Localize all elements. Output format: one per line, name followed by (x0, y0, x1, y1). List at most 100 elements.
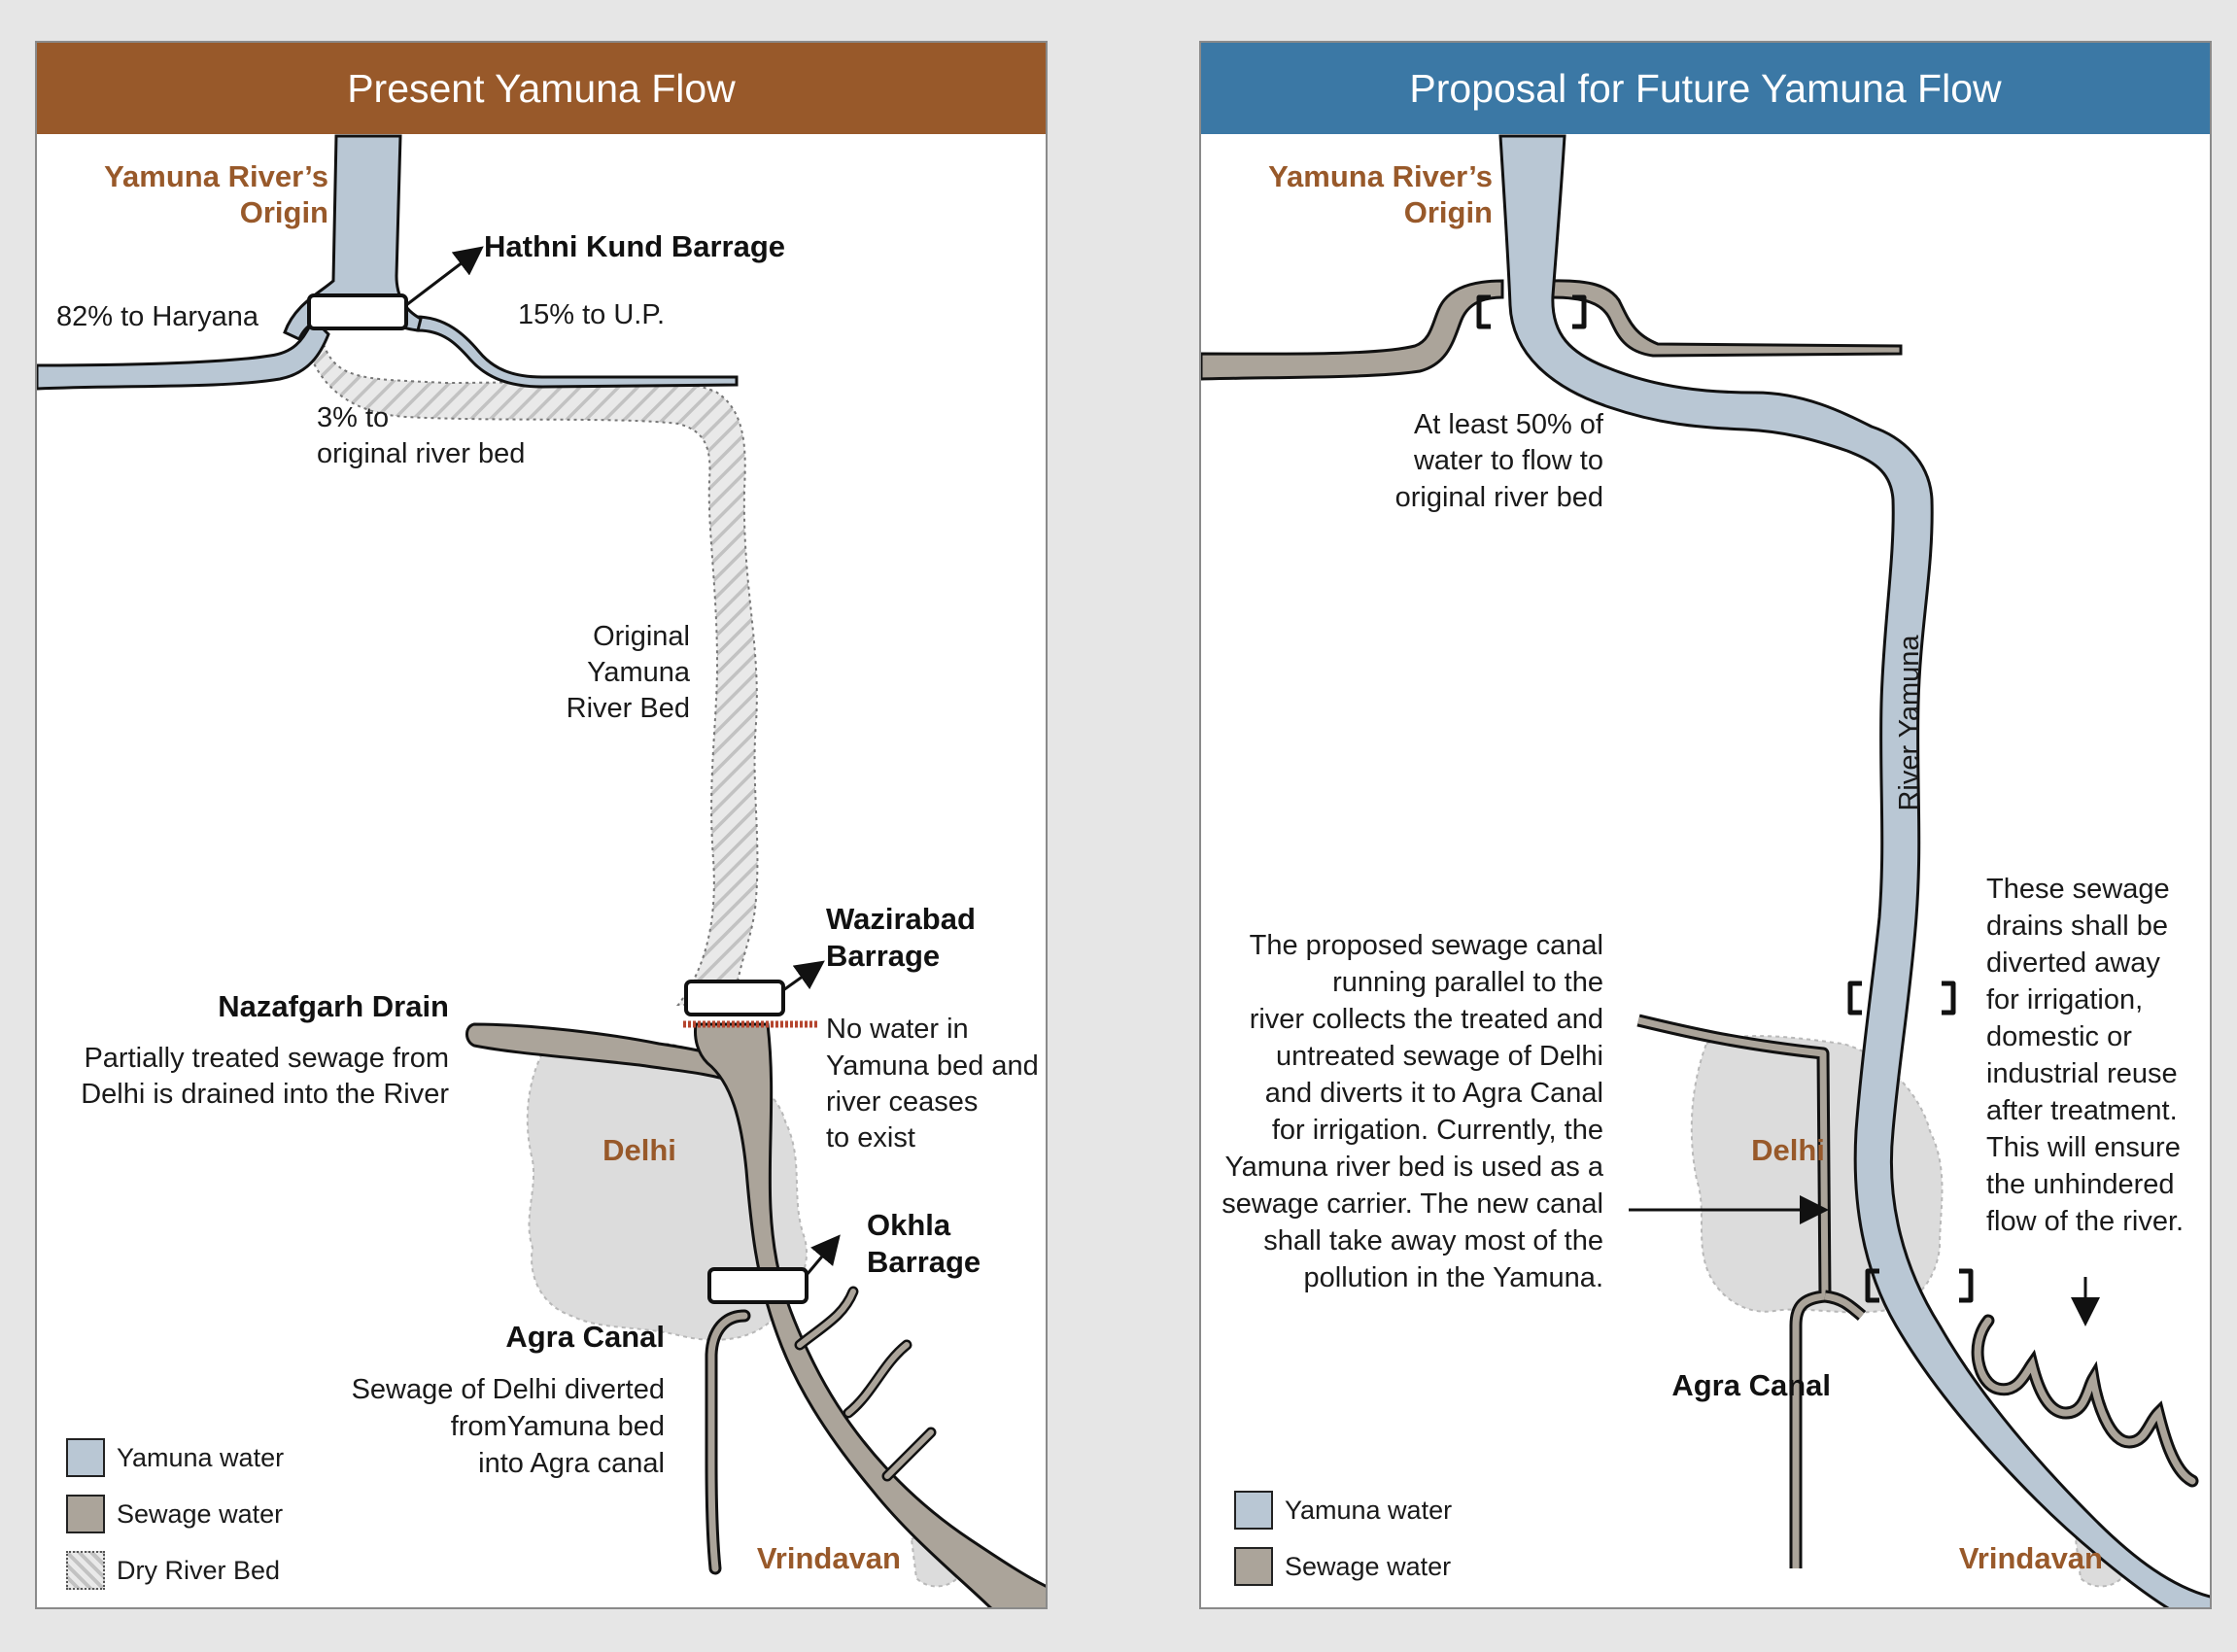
drains-lines-line: These sewage (1986, 874, 2170, 905)
sewage-branch-left (1201, 279, 1504, 381)
origin-label-line2: Origin (1404, 195, 1493, 229)
river-yamuna (1498, 134, 2210, 1607)
proposal-lines-line: untreated sewage of Delhi (1276, 1041, 1603, 1072)
yamuna-swatch (1234, 1491, 1273, 1530)
wazirabad-label-line1: Wazirabad (826, 902, 976, 936)
future-legend: Yamuna water Sewage water (1234, 1491, 1452, 1586)
legend-sewage-label: Sewage water (1285, 1551, 1452, 1581)
agra-canal (705, 1309, 751, 1575)
proposal-text-block: The proposed sewage canal running paralle… (1222, 930, 1604, 1293)
canal-link-fill (1824, 1292, 1865, 1319)
wazirabad-barrage-icon (684, 980, 785, 1016)
proposed-sewage-canal-fill (1637, 1016, 1829, 1568)
drains-lines-line: This will ensure (1986, 1132, 2181, 1163)
no-water-line2: Yamuna bed and (826, 1050, 1039, 1082)
drains-lines-line: domestic or (1986, 1021, 2132, 1052)
drains-lines-line: the unhindered (1986, 1169, 2175, 1200)
proposal-lines-line: shall take away most of the (1263, 1225, 1603, 1256)
legend-yamuna-label: Yamuna water (117, 1442, 285, 1472)
barrage-icon-lower (1865, 1268, 1974, 1303)
origin-label-line2: Origin (240, 195, 328, 229)
agra-canal-title: Agra Canal (505, 1320, 665, 1354)
present-flow-map: Yamuna River’s Origin Hathni Kund Barrag… (37, 134, 1046, 1607)
nazafgarh-desc-line1: Partially treated sewage from (84, 1043, 449, 1074)
river-bed-label-line3: River Bed (567, 693, 690, 724)
agra-canal-title: Agra Canal (1671, 1368, 1831, 1402)
present-legend: Yamuna water Sewage water Dry River Bed (66, 1438, 284, 1590)
proposal-lines-line: Yamuna river bed is used as a (1224, 1152, 1603, 1183)
diverted-sewage-drains (1971, 1314, 2199, 1488)
drains-lines-line: diverted away (1986, 947, 2160, 979)
barrage-icon-middle (1847, 981, 1956, 1015)
river-bed-label-line1: Original (593, 621, 690, 652)
proposal-lines-line: sewage carrier. The new canal (1222, 1188, 1603, 1220)
okhla-barrage-icon (707, 1267, 809, 1304)
wazirabad-label-line2: Barrage (826, 939, 940, 973)
nazafgarh-title: Nazafgarh Drain (218, 989, 449, 1023)
drains-lines-line: flow of the river. (1986, 1206, 2184, 1237)
future-flow-map: Yamuna River’s Origin At least 50% of wa… (1201, 134, 2210, 1607)
original-bed-share-line1: 3% to (317, 402, 389, 433)
present-title-bar: Present Yamuna Flow (37, 43, 1046, 134)
yamuna-swatch (66, 1438, 105, 1477)
sewage-swatch (66, 1495, 105, 1533)
no-water-line1: No water in (826, 1014, 969, 1045)
up-share-label: 15% to U.P. (518, 299, 665, 330)
proposal-lines-line: and diverts it to Agra Canal (1265, 1078, 1603, 1109)
vrindavan-label: Vrindavan (1959, 1541, 2103, 1575)
proposal-lines-line: running parallel to the (1332, 967, 1603, 998)
sewage-side-drain-1-fill (797, 1289, 856, 1348)
legend-sewage-water: Sewage water (1234, 1547, 1452, 1586)
agra-desc-line3: into Agra canal (478, 1448, 665, 1479)
present-flow-panel: Yamuna River’s Origin Hathni Kund Barrag… (35, 41, 1048, 1609)
flow-note-line1: At least 50% of (1414, 409, 1604, 440)
sewage-river-main (694, 1022, 1046, 1607)
original-bed-share-line2: original river bed (317, 438, 525, 469)
no-water-line4: to exist (826, 1122, 915, 1153)
hathni-kund-label: Hathni Kund Barrage (484, 229, 785, 263)
drains-lines-line: industrial reuse (1986, 1058, 2178, 1089)
legend-yamuna-water: Yamuna water (1234, 1491, 1452, 1530)
sewage-side-drain-3-fill (884, 1429, 934, 1479)
proposal-lines-line: The proposed sewage canal (1250, 930, 1603, 961)
sewage-swatch (1234, 1547, 1273, 1586)
delhi-label: Delhi (602, 1133, 676, 1167)
delhi-label: Delhi (1751, 1133, 1825, 1167)
agra-desc-line2: fromYamuna bed (451, 1411, 665, 1442)
hathni-kund-pointer-arrow (405, 246, 484, 307)
sewage-side-drain-2-fill (845, 1342, 910, 1416)
river-yamuna-label: River Yamuna (1894, 635, 1925, 811)
okhla-label-line2: Barrage (867, 1245, 981, 1279)
dry-river-bed (312, 324, 759, 1006)
future-title-bar: Proposal for Future Yamuna Flow (1201, 43, 2210, 134)
dry-bed-swatch (66, 1551, 105, 1590)
hathni-kund-barrage-icon (307, 293, 408, 330)
drains-lines-line: after treatment. (1986, 1095, 2178, 1126)
wazirabad-pointer-arrow (782, 960, 825, 992)
drains-lines-line: drains shall be (1986, 911, 2168, 942)
drains-lines-line: for irrigation, (1986, 984, 2143, 1015)
legend-dry-label: Dry River Bed (117, 1555, 281, 1585)
legend-dry-bed: Dry River Bed (66, 1551, 284, 1590)
river-bed-label-line2: Yamuna (587, 657, 691, 688)
no-water-line3: river ceases (826, 1086, 978, 1118)
okhla-pointer-arrow (805, 1234, 841, 1276)
flow-note-line3: original river bed (1395, 482, 1603, 513)
agra-desc-line1: Sewage of Delhi diverted (352, 1374, 665, 1405)
legend-sewage-label: Sewage water (117, 1498, 284, 1529)
okhla-label-line1: Okhla (867, 1208, 951, 1242)
drains-text-block: These sewage drains shall be diverted away… (1986, 874, 2184, 1237)
haryana-share-label: 82% to Haryana (56, 301, 259, 332)
flow-note-line2: water to flow to (1413, 445, 1603, 476)
proposal-lines-line: pollution in the Yamuna. (1304, 1262, 1603, 1293)
legend-yamuna-water: Yamuna water (66, 1438, 284, 1477)
present-title: Present Yamuna Flow (347, 65, 736, 111)
nazafgarh-desc-line2: Delhi is drained into the River (81, 1079, 449, 1110)
nazafgarh-drain (465, 1022, 740, 1085)
proposal-lines-line: for irrigation. Currently, the (1272, 1115, 1603, 1146)
origin-label-line1: Yamuna River’s (1268, 159, 1493, 193)
origin-label-line1: Yamuna River’s (104, 159, 328, 193)
yamuna-branch-haryana (37, 317, 330, 391)
vrindavan-label: Vrindavan (757, 1541, 901, 1575)
proposal-lines-line: river collects the treated and (1250, 1004, 1603, 1035)
